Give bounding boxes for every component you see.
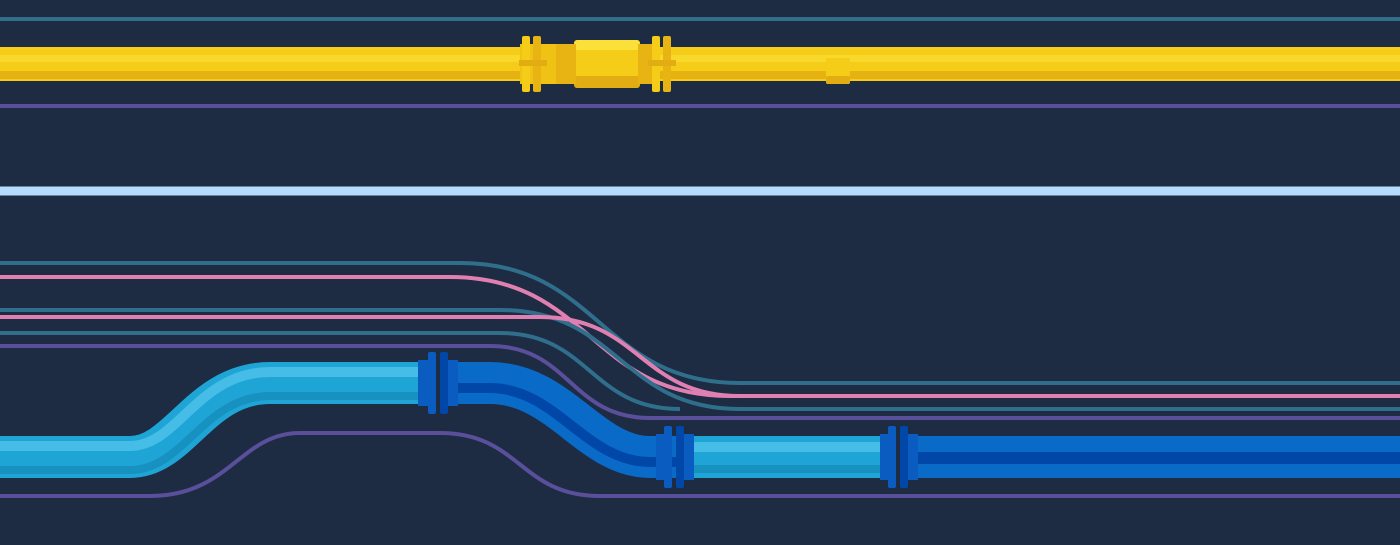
teal-line-curve-3 [0,331,681,411]
teal-line-curve-2 [0,308,1400,411]
yellow-tee-fitting-icon [826,58,850,84]
blue-flange-icon [418,352,458,414]
cyan-pipe-straight [680,436,890,478]
teal-line-curve-1 [0,261,1400,385]
pink-line-curve-2 [0,315,741,398]
blue-pipe-elbow [440,362,680,478]
blue-flange-icon [656,426,694,488]
yellow-flange-icon [648,36,676,92]
blue-flange-icon [880,426,918,488]
blue-pipe-straight [910,436,1400,478]
yellow-gas-pipe [0,47,1400,81]
cyan-pipe-bend [0,362,430,478]
yellow-flange-icon [519,36,547,92]
purple-line-curve-2 [0,431,1400,498]
purple-line-curve-1 [0,344,1400,420]
